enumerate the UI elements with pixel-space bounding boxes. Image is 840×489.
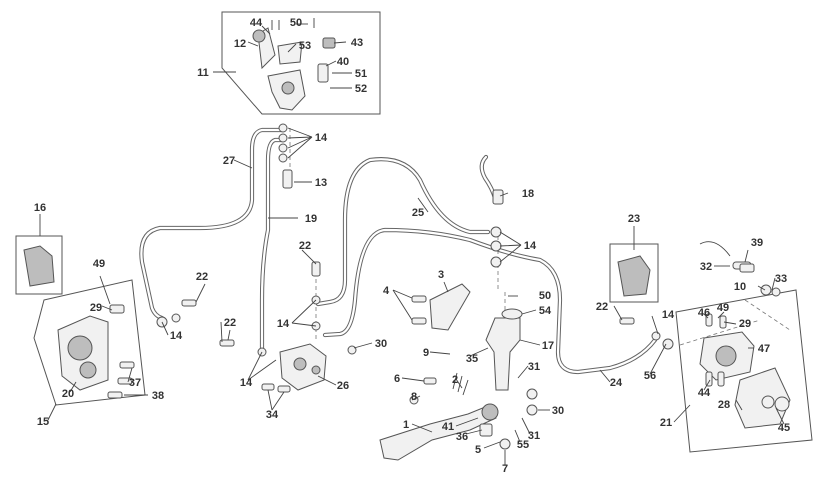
callout-13: 13 xyxy=(315,177,327,189)
callout-20: 20 xyxy=(62,388,74,400)
hose-fittings xyxy=(107,123,781,450)
callout-43: 43 xyxy=(351,37,363,49)
callout-3: 3 xyxy=(438,269,444,281)
callout-1: 1 xyxy=(403,419,409,431)
callout-4: 4 xyxy=(383,285,390,297)
callout-31: 31 xyxy=(528,430,540,442)
callout-33: 33 xyxy=(775,273,787,285)
callout-32: 32 xyxy=(700,261,712,273)
callout-29: 29 xyxy=(739,318,751,330)
callout-27: 27 xyxy=(223,155,235,167)
callout-2: 2 xyxy=(452,374,458,386)
brake-hoses xyxy=(139,127,658,375)
callout-30: 30 xyxy=(552,405,564,417)
callout-7: 7 xyxy=(502,463,508,475)
rear-caliper-frame xyxy=(675,289,813,453)
callout-6: 6 xyxy=(394,373,400,385)
callout-49: 49 xyxy=(93,258,105,270)
bracket-3 xyxy=(429,283,471,331)
callout-54: 54 xyxy=(539,305,552,317)
callout-19: 19 xyxy=(305,213,317,225)
callout-50: 50 xyxy=(290,17,302,29)
callout-37: 37 xyxy=(129,377,141,389)
callout-51: 51 xyxy=(355,68,367,80)
callout-17: 17 xyxy=(542,340,554,352)
callout-22: 22 xyxy=(596,301,608,313)
callout-34: 34 xyxy=(266,409,279,421)
callout-22: 22 xyxy=(224,317,236,329)
callout-31: 31 xyxy=(528,361,540,373)
callout-28: 28 xyxy=(718,399,730,411)
callout-24: 24 xyxy=(610,377,623,389)
callout-39: 39 xyxy=(751,237,763,249)
rear-brake-caliper xyxy=(699,241,791,429)
callout-12: 12 xyxy=(234,38,246,50)
leader-lines xyxy=(39,23,785,465)
callout-8: 8 xyxy=(411,391,417,403)
callout-14: 14 xyxy=(170,330,183,342)
callout-26: 26 xyxy=(337,380,349,392)
callout-35: 35 xyxy=(466,353,478,365)
callout-44: 44 xyxy=(698,387,711,399)
callout-10: 10 xyxy=(734,281,746,293)
callout-14: 14 xyxy=(277,318,290,330)
callout-15: 15 xyxy=(37,416,49,428)
callout-5: 5 xyxy=(475,444,481,456)
callout-38: 38 xyxy=(152,390,164,402)
callout-55: 55 xyxy=(517,439,529,451)
callout-53: 53 xyxy=(299,40,311,52)
callout-30: 30 xyxy=(375,338,387,350)
callout-25: 25 xyxy=(412,207,424,219)
callout-16: 16 xyxy=(34,202,46,214)
callout-44: 44 xyxy=(250,17,263,29)
callout-49: 49 xyxy=(717,302,729,314)
rear-brake-pads-part xyxy=(617,255,651,297)
callout-14: 14 xyxy=(315,132,328,144)
callout-14: 14 xyxy=(662,309,675,321)
callout-21: 21 xyxy=(660,417,672,429)
callout-18: 18 xyxy=(522,188,534,200)
rear-master-cylinder xyxy=(485,308,523,391)
front-pads-frame xyxy=(15,235,63,295)
callout-46: 46 xyxy=(698,307,710,319)
callout-45: 45 xyxy=(778,422,790,434)
callout-36: 36 xyxy=(456,431,468,443)
front-master-cylinder xyxy=(252,18,336,111)
front-caliper-frame xyxy=(33,279,146,406)
master-cylinder-frame xyxy=(221,11,381,115)
callout-47: 47 xyxy=(758,343,770,355)
callout-23: 23 xyxy=(628,213,640,225)
abs-distributor-block xyxy=(279,343,327,391)
callout-52: 52 xyxy=(355,83,367,95)
callout-11: 11 xyxy=(197,67,209,79)
callout-29: 29 xyxy=(90,302,102,314)
callout-50: 50 xyxy=(539,290,551,302)
callout-22: 22 xyxy=(196,271,208,283)
callout-labels: 44 50 12 53 43 11 40 51 52 14 27 13 19 1… xyxy=(34,17,790,475)
callout-40: 40 xyxy=(337,56,349,68)
group-frames xyxy=(15,11,813,453)
front-brake-pads-part xyxy=(23,245,55,287)
callout-22: 22 xyxy=(299,240,311,252)
callout-41: 41 xyxy=(442,421,454,433)
front-brake-caliper xyxy=(57,304,125,391)
callout-14: 14 xyxy=(240,377,253,389)
callout-14: 14 xyxy=(524,240,537,252)
callout-56: 56 xyxy=(644,370,656,382)
callout-9: 9 xyxy=(423,347,429,359)
